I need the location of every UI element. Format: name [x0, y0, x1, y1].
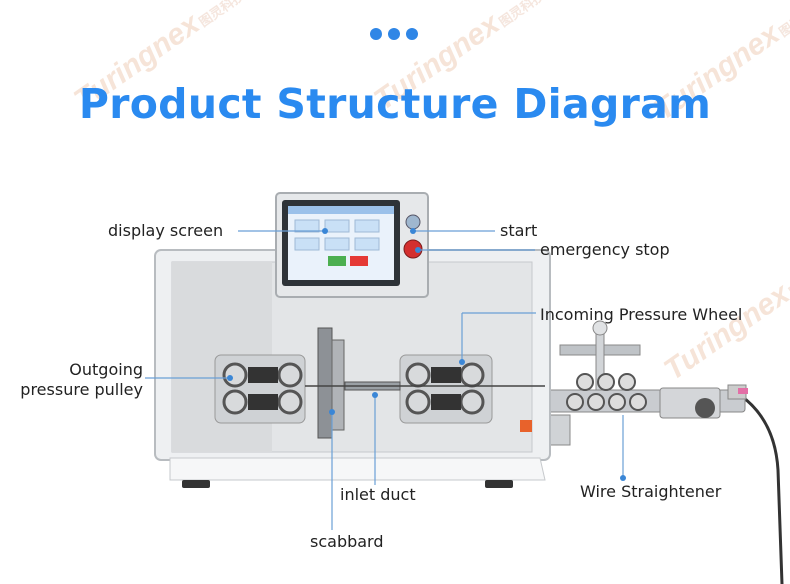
label-inlet-duct: inlet duct [340, 485, 416, 504]
callout-lines [145, 230, 624, 530]
wire-cable [739, 393, 784, 584]
label-line: pressure pulley [20, 380, 143, 399]
label-outgoing-pressure-pulley: Outgoing pressure pulley [10, 360, 143, 400]
label-start: start [500, 221, 538, 240]
scabbard-cutter [317, 327, 345, 439]
label-display-screen: display screen [108, 221, 224, 240]
decorative-dots [370, 28, 418, 40]
wire-straightener [544, 320, 748, 446]
control-panel [275, 192, 429, 298]
callout-dots [227, 228, 626, 481]
dot [406, 28, 418, 40]
outgoing-pressure-pulley [214, 354, 306, 424]
page-title: Product Structure Diagram [78, 80, 712, 128]
label-scabbard: scabbard [310, 532, 384, 551]
dot [388, 28, 400, 40]
label-line: Outgoing [69, 360, 143, 379]
label-wire-straightener: Wire Straightener [580, 482, 722, 501]
label-emergency-stop: emergency stop [540, 240, 670, 259]
dot [370, 28, 382, 40]
label-incoming-pressure-wheel: Incoming Pressure Wheel [540, 305, 743, 324]
incoming-pressure-wheel [399, 354, 493, 424]
